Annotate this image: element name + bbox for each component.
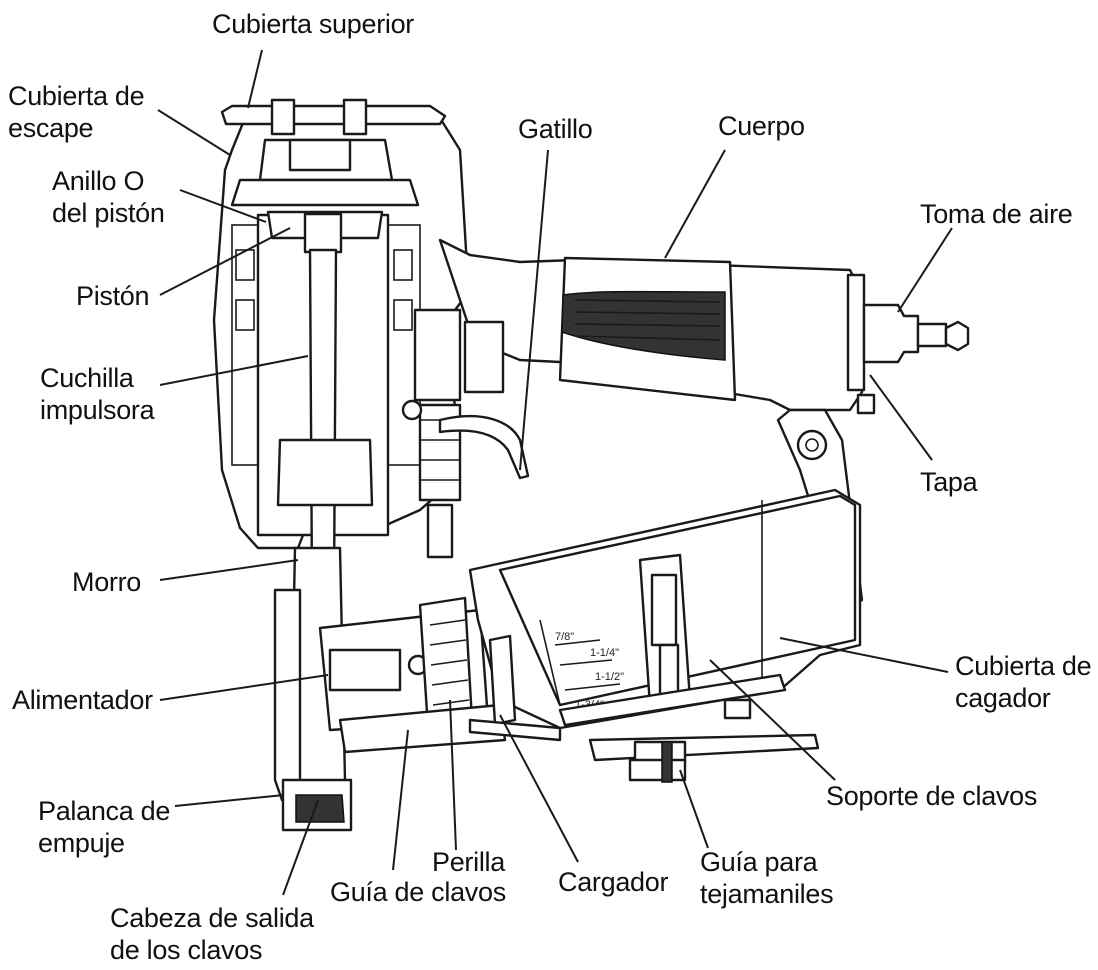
- scale-mark-2: 1-1/4": [590, 647, 619, 659]
- nail-guide-plate: [338, 703, 507, 754]
- top-bolt-left: [270, 98, 296, 136]
- driver-blade-shaft: [308, 248, 338, 592]
- label-magazine: Cargador: [558, 867, 669, 897]
- label-feeder: Alimentador: [12, 685, 153, 715]
- leader-lines: [157, 49, 953, 896]
- label-trigger: Gatillo: [518, 114, 593, 144]
- grip-texture: [561, 290, 726, 361]
- label-knob: Perilla: [432, 847, 505, 877]
- trigger-valve: [413, 308, 462, 402]
- scale-mark-1: 7/8": [555, 631, 574, 643]
- top-cover: [220, 104, 447, 126]
- scale-mark-3: 1-1/2": [595, 671, 624, 683]
- end-cap: [846, 273, 866, 392]
- label-top-cover: Cubierta superior: [212, 9, 415, 39]
- shingle-guide-plate: [588, 733, 820, 762]
- push-lever-body: [273, 588, 302, 802]
- label-air-inlet: Toma de aire: [920, 199, 1073, 229]
- label-nail-guide: Guía de clavos: [330, 877, 506, 907]
- label-cap: Tapa: [920, 467, 978, 497]
- air-inlet-fitting: [862, 303, 920, 364]
- label-nail-holder: Soporte de clavos: [826, 781, 1038, 811]
- label-piston: Pistón: [76, 281, 150, 311]
- trigger-lever: [438, 414, 530, 480]
- label-body: Cuerpo: [718, 111, 805, 141]
- label-nose: Morro: [72, 567, 142, 597]
- top-bolt-right: [342, 98, 368, 136]
